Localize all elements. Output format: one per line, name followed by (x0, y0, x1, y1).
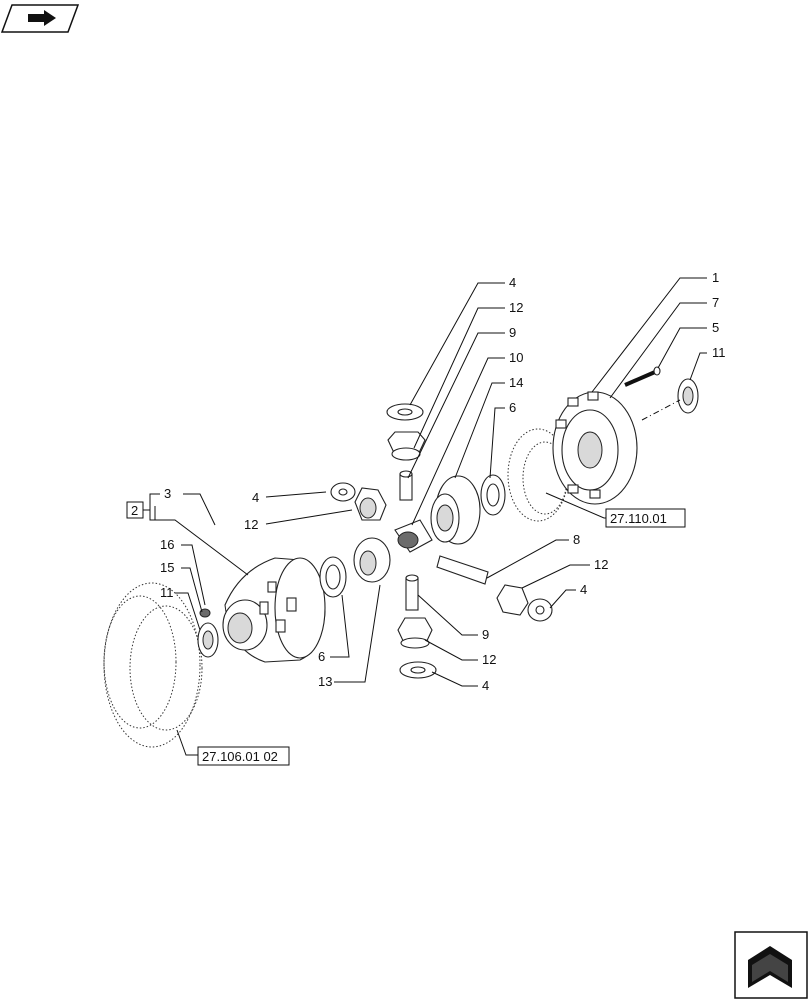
washer-left (319, 556, 347, 598)
pinion-right (496, 584, 529, 616)
ref-box-label: 27.106.01 02 (202, 749, 278, 764)
side-gear-left (353, 537, 391, 583)
callout-14: 14 (509, 375, 523, 390)
callout-4-bottom: 4 (482, 678, 489, 693)
washer-bottom (399, 661, 437, 679)
group-box[interactable]: 2 (126, 493, 160, 521)
callout-12: 12 (509, 300, 523, 315)
callout-15: 15 (160, 560, 174, 575)
callout-12-right: 12 (594, 557, 608, 572)
callout-12-bottom: 12 (482, 652, 496, 667)
pinion-top (387, 431, 426, 461)
callout-12-left: 12 (244, 517, 258, 532)
callout-8: 8 (573, 532, 580, 547)
callout-7: 7 (712, 295, 719, 310)
ref-box-label: 27.110.01 (610, 511, 667, 526)
pin-bottom (405, 574, 419, 611)
callout-1: 1 (712, 270, 719, 285)
plug (199, 608, 211, 618)
cover (552, 391, 638, 505)
callout-4: 4 (509, 275, 516, 290)
callout-3: 3 (164, 486, 171, 501)
callout-6-bottom: 6 (318, 649, 325, 664)
cross-block (394, 519, 433, 553)
pinion-left (354, 487, 387, 521)
callout-16: 16 (160, 537, 174, 552)
callout-13: 13 (318, 674, 332, 689)
callout-4-left: 4 (252, 490, 259, 505)
group-box-label: 2 (131, 503, 138, 518)
callout-9-bottom: 9 (482, 627, 489, 642)
washer-right (480, 474, 506, 516)
bearing-right (677, 378, 699, 414)
leader-lines (154, 277, 707, 756)
shaft (436, 555, 489, 585)
nav-next-icon[interactable] (734, 931, 808, 999)
callout-5: 5 (712, 320, 719, 335)
callout-4-right: 4 (580, 582, 587, 597)
ref-box-27-110-01[interactable]: 27.110.01 (605, 508, 686, 528)
pin-top (399, 470, 413, 501)
nav-back-icon[interactable] (0, 4, 80, 33)
differential-housing (222, 557, 326, 663)
callout-6: 6 (509, 400, 516, 415)
washer-right-small (527, 598, 553, 622)
ring-gear (103, 582, 203, 748)
callout-9: 9 (509, 325, 516, 340)
bearing-left (197, 622, 219, 658)
washer-left-small (330, 482, 356, 502)
bolt (624, 366, 661, 387)
callout-11-left: 11 (160, 585, 174, 600)
callout-11: 11 (712, 345, 726, 360)
pinion-bottom (397, 617, 433, 649)
ref-box-27-106-01-02[interactable]: 27.106.01 02 (197, 746, 290, 766)
side-gear-right (430, 475, 481, 545)
callout-10: 10 (509, 350, 523, 365)
callout-numbers: 1 7 5 11 4 12 9 10 14 6 3 4 12 16 15 11 … (160, 270, 726, 693)
washer-top (386, 403, 424, 421)
